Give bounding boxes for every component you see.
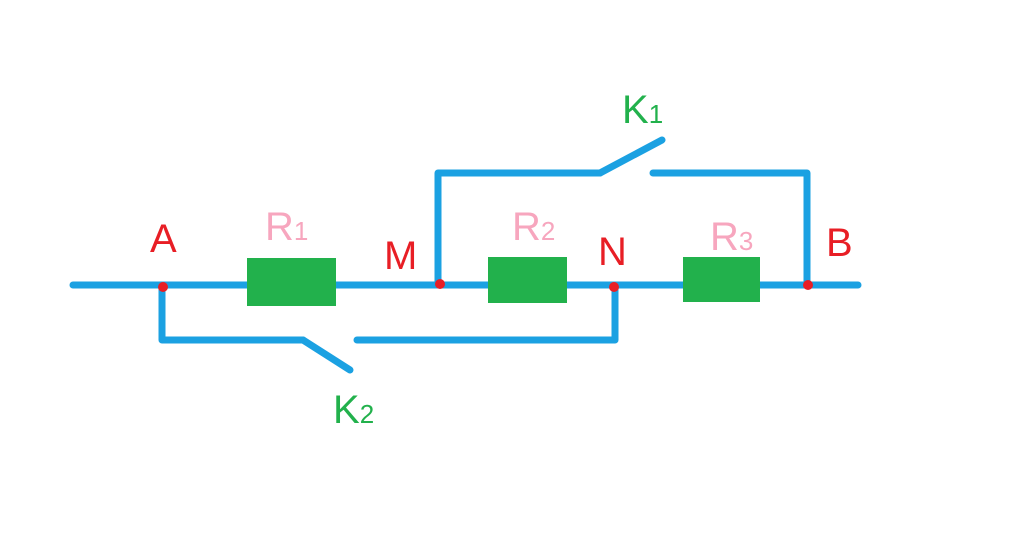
switch-label-k1-letter: K: [622, 88, 649, 132]
resistor-label-r1-letter: R: [265, 205, 294, 249]
resistor-label-r2-index: 2: [541, 216, 555, 246]
node-b-dot: [803, 280, 813, 290]
resistor-r2: [488, 257, 567, 303]
resistor-label-r3: R3: [710, 215, 753, 259]
lower-branch-wire-left: [158, 281, 307, 344]
switch-label-k1-index: 1: [649, 99, 663, 129]
node-m-dot: [435, 279, 445, 289]
switch-k1-blade: [596, 136, 666, 177]
node-label-b: B: [826, 221, 853, 265]
lower-branch-wire-right: [353, 281, 619, 344]
upper-branch-wire-right: [649, 169, 811, 289]
resistor-r1: [247, 258, 336, 306]
node-n-dot: [609, 282, 619, 292]
switch-k2-blade: [299, 336, 354, 374]
resistor-label-r3-index: 3: [739, 226, 753, 256]
upper-branch-wire-left: [434, 169, 604, 289]
resistor-label-r2: R2: [512, 205, 555, 249]
node-label-a: A: [150, 217, 177, 261]
resistor-r3: [683, 257, 760, 302]
switch-label-k2-letter: K: [333, 388, 360, 432]
switch-label-k1: K1: [622, 88, 663, 132]
resistor-label-r2-letter: R: [512, 205, 541, 249]
switch-label-k2: K2: [333, 388, 374, 432]
switch-label-k2-index: 2: [360, 399, 374, 429]
node-label-m: M: [384, 234, 417, 278]
node-a-dot: [158, 282, 168, 292]
resistor-label-r1: R1: [265, 205, 308, 249]
resistor-label-r3-letter: R: [710, 215, 739, 259]
resistor-label-r1-index: 1: [294, 216, 308, 246]
node-label-n: N: [598, 230, 627, 274]
